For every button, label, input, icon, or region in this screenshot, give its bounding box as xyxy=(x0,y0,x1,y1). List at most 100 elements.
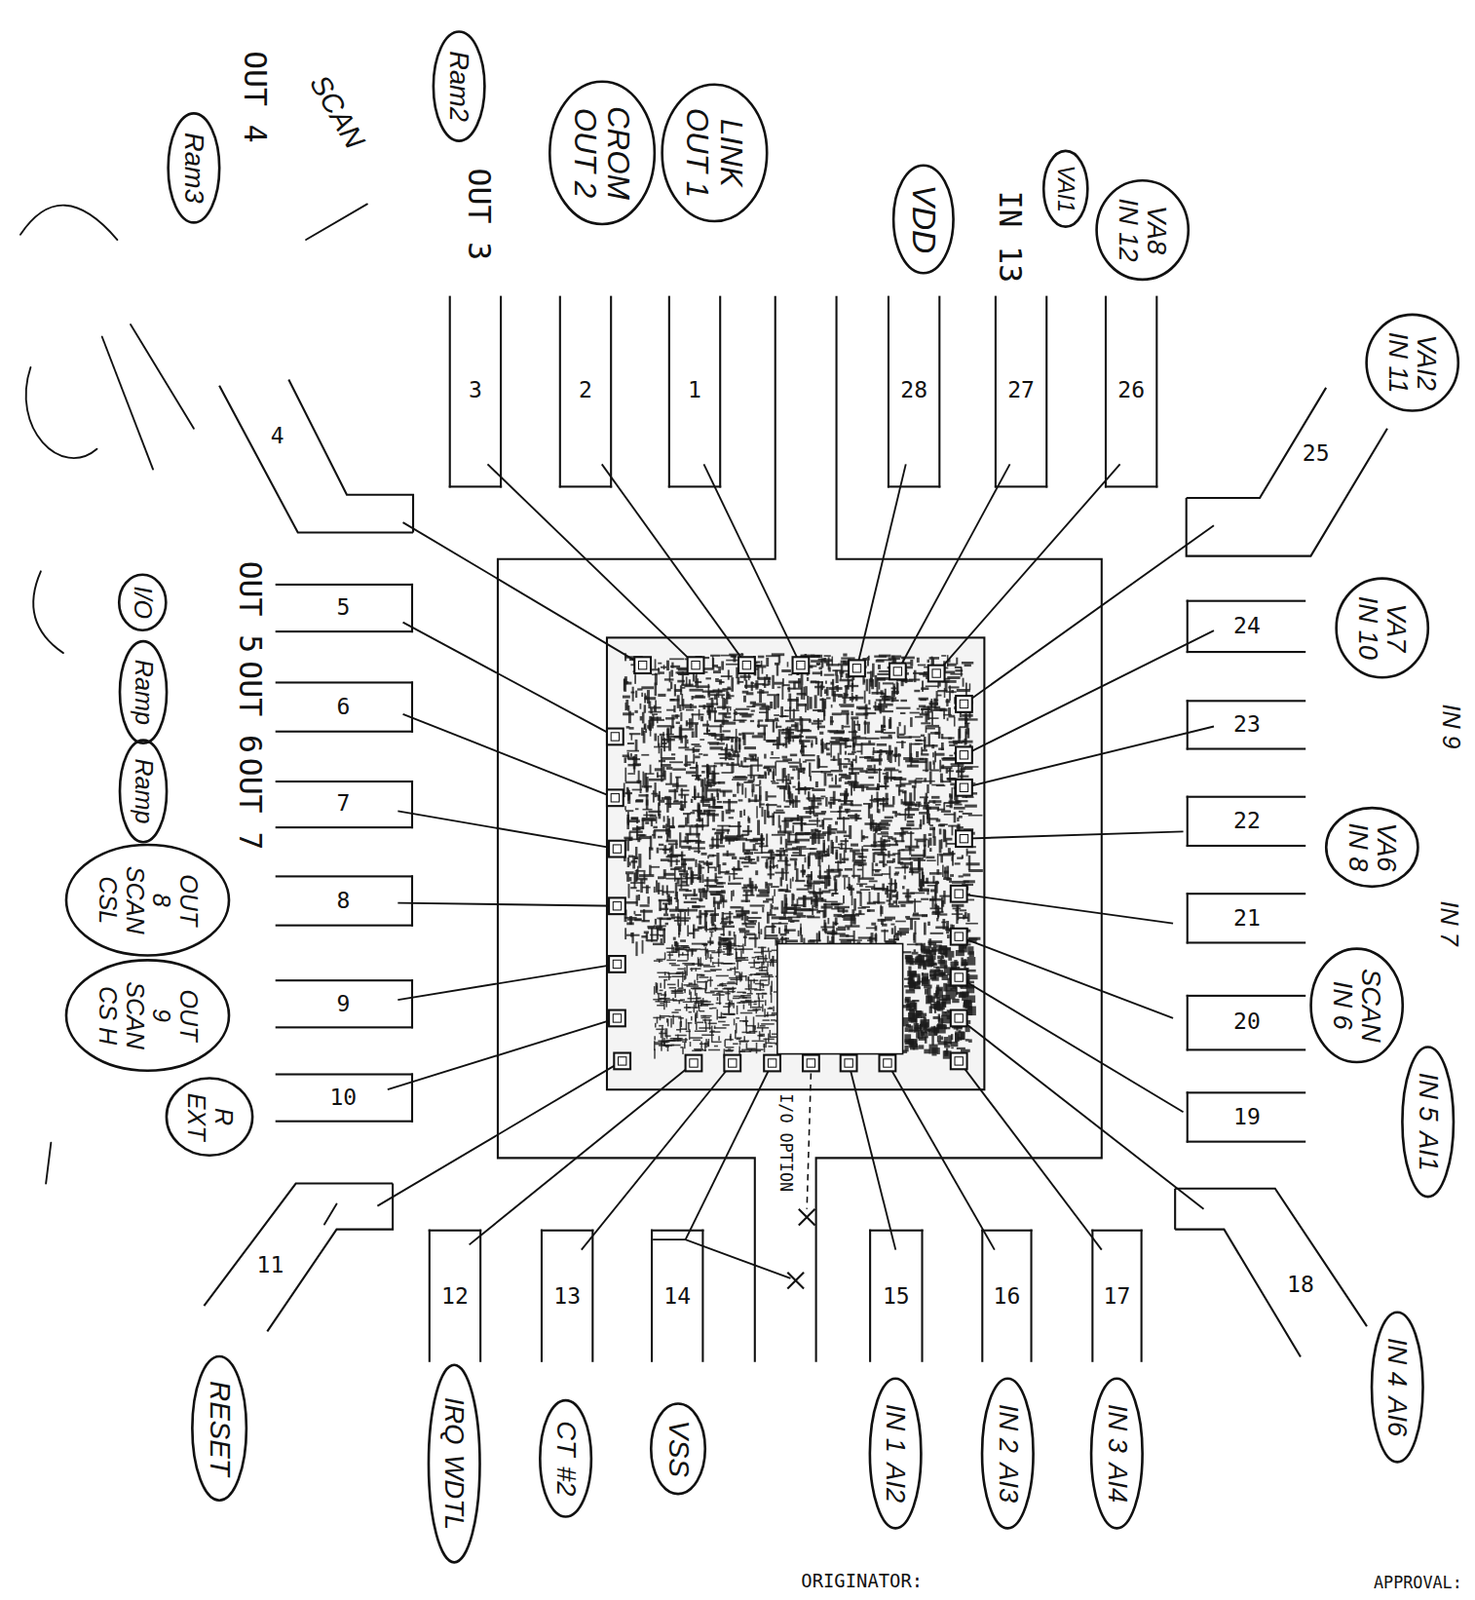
circuit-trace xyxy=(630,753,633,757)
circuit-trace xyxy=(930,932,945,935)
circuit-trace xyxy=(928,717,940,719)
circuit-trace xyxy=(920,898,929,901)
circuit-trace xyxy=(864,721,870,725)
circuit-trace xyxy=(884,853,896,856)
circuit-trace xyxy=(881,923,888,927)
circuit-trace xyxy=(666,709,676,712)
circuit-trace xyxy=(968,814,984,817)
circuit-trace xyxy=(806,695,809,711)
circuit-trace xyxy=(642,940,644,954)
circuit-trace xyxy=(670,680,673,689)
circuit-trace xyxy=(765,674,768,680)
circuit-trace xyxy=(847,814,860,817)
circuit-trace xyxy=(741,900,751,903)
circuit-trace xyxy=(629,861,632,866)
circuit-trace xyxy=(757,718,764,721)
circuit-trace xyxy=(653,733,657,742)
circuit-trace xyxy=(892,858,896,864)
circuit-trace xyxy=(642,771,644,786)
circuit-trace xyxy=(842,895,845,904)
circuit-trace xyxy=(913,689,920,692)
circuit-trace xyxy=(873,873,883,876)
circuit-trace xyxy=(728,816,734,819)
circuit-trace xyxy=(783,683,791,686)
circuit-trace xyxy=(802,686,805,700)
circuit-trace xyxy=(899,813,915,816)
circuit-trace xyxy=(945,837,953,841)
circuit-trace xyxy=(941,838,944,849)
circuit-trace xyxy=(848,825,852,839)
circuit-trace xyxy=(746,925,756,928)
circuit-trace xyxy=(954,862,961,865)
circuit-trace xyxy=(846,926,850,930)
circuit-trace xyxy=(751,861,757,865)
circuit-trace xyxy=(773,681,784,685)
circuit-trace xyxy=(922,706,936,709)
circuit-trace xyxy=(946,676,960,680)
circuit-trace xyxy=(659,671,665,675)
circuit-trace xyxy=(722,852,736,856)
circuit-trace xyxy=(841,858,849,862)
circuit-trace xyxy=(946,934,950,939)
circuit-trace xyxy=(718,753,732,756)
circuit-trace xyxy=(667,893,671,897)
circuit-trace xyxy=(838,757,842,770)
circuit-trace xyxy=(927,940,943,944)
circuit-trace xyxy=(784,817,800,820)
circuit-trace xyxy=(732,752,736,757)
circuit-trace xyxy=(759,802,765,805)
circuit-trace xyxy=(840,842,843,850)
circuit-trace xyxy=(909,918,913,931)
circuit-trace xyxy=(906,888,909,902)
circuit-trace xyxy=(650,866,660,869)
circuit-trace xyxy=(765,858,768,869)
circuit-trace xyxy=(657,774,666,777)
circuit-trace xyxy=(858,909,862,915)
circuit-trace xyxy=(636,780,641,784)
circuit-trace xyxy=(830,769,842,772)
circuit-trace xyxy=(918,811,929,815)
circuit-trace xyxy=(662,890,676,893)
circuit-trace xyxy=(670,917,676,920)
corner-lead xyxy=(1174,1188,1367,1358)
circuit-trace xyxy=(880,819,893,822)
circuit-trace xyxy=(920,721,931,724)
circuit-trace xyxy=(684,895,687,900)
circuit-trace xyxy=(765,657,769,667)
circuit-trace xyxy=(674,897,679,900)
circuit-trace xyxy=(725,743,728,758)
circuit-trace xyxy=(824,654,832,657)
circuit-trace xyxy=(774,662,781,666)
circuit-trace xyxy=(834,821,838,826)
circuit-trace xyxy=(717,881,726,884)
circuit-trace xyxy=(859,769,868,773)
circuit-trace xyxy=(635,846,638,860)
circuit-trace xyxy=(699,738,705,741)
circuit-trace xyxy=(819,731,824,735)
circuit-trace xyxy=(672,784,687,787)
circuit-trace xyxy=(763,754,766,759)
circuit-trace xyxy=(962,678,965,687)
circuit-trace xyxy=(767,850,773,854)
circuit-trace xyxy=(725,809,736,813)
circuit-trace xyxy=(628,855,634,859)
circuit-trace xyxy=(675,841,678,849)
circuit-trace xyxy=(947,685,959,688)
circuit-trace xyxy=(833,906,850,908)
circuit-trace xyxy=(781,900,785,913)
circuit-trace xyxy=(911,785,917,789)
circuit-trace xyxy=(626,725,631,729)
circuit-trace xyxy=(877,664,881,670)
circuit-trace xyxy=(785,738,789,749)
circuit-trace xyxy=(916,708,920,711)
circuit-trace xyxy=(914,739,922,742)
circuit-trace xyxy=(808,718,812,722)
circuit-trace xyxy=(896,707,911,710)
circuit-trace xyxy=(641,754,649,757)
circuit-trace xyxy=(923,922,927,936)
circuit-trace xyxy=(757,931,760,939)
circuit-trace xyxy=(909,712,920,715)
circuit-trace xyxy=(846,713,850,724)
circuit-trace xyxy=(729,906,741,909)
circuit-trace xyxy=(680,727,694,730)
